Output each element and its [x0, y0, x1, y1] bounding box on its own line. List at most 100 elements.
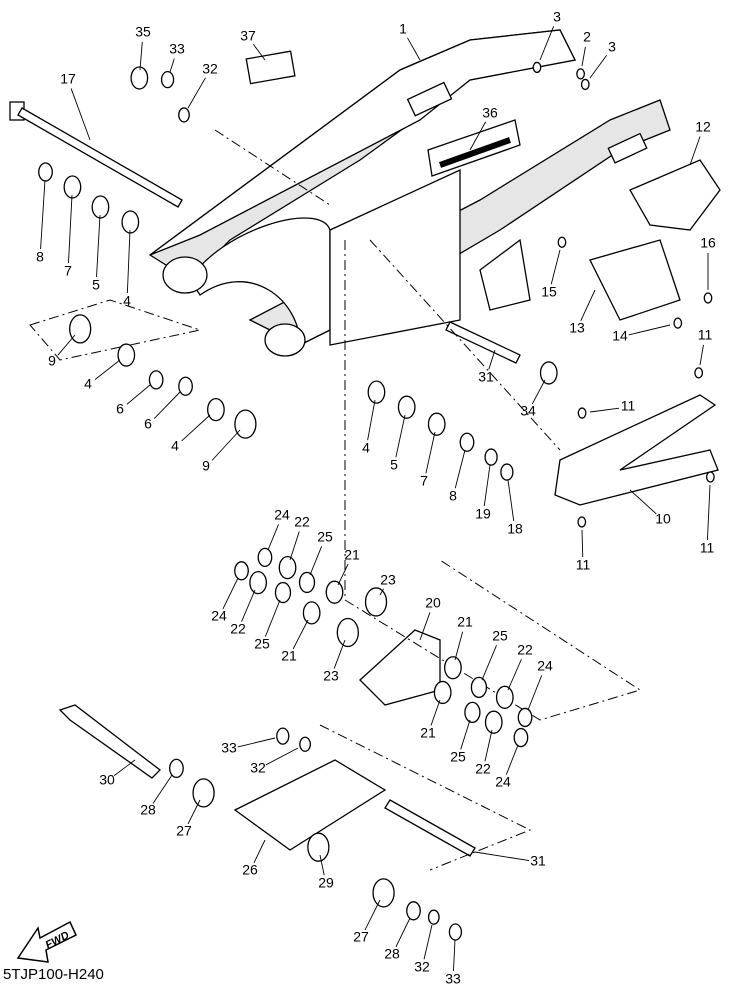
- leader-line: [580, 289, 596, 322]
- leader-line: [265, 747, 299, 766]
- leader-line: [169, 58, 175, 73]
- part-11: [577, 516, 587, 528]
- part-25: [470, 676, 488, 699]
- part-3: [580, 78, 590, 91]
- callout-10: 10: [655, 511, 671, 527]
- part-11: [705, 471, 715, 483]
- callout-5: 5: [92, 277, 100, 293]
- part-18: [500, 463, 514, 481]
- leader-line: [474, 851, 530, 862]
- leader-line: [333, 639, 346, 669]
- callout-2: 2: [583, 29, 591, 45]
- chain-guide: [554, 394, 719, 506]
- leader-line: [430, 699, 441, 726]
- callout-11: 11: [698, 327, 713, 343]
- part-4: [207, 397, 225, 422]
- callout-5: 5: [390, 457, 398, 473]
- callout-26: 26: [242, 862, 258, 878]
- part-25: [274, 581, 292, 604]
- callout-8: 8: [449, 488, 457, 504]
- leader-line: [187, 77, 206, 109]
- part-24: [517, 707, 533, 728]
- callout-9: 9: [202, 458, 210, 474]
- callout-25: 25: [317, 529, 333, 545]
- part-29: [307, 832, 330, 862]
- leader-line: [152, 774, 173, 804]
- leader-line: [253, 839, 266, 864]
- part-21: [325, 580, 344, 604]
- part-21: [302, 601, 321, 625]
- leader-line: [469, 121, 487, 151]
- leader-line: [581, 529, 584, 558]
- callout-20: 20: [425, 595, 441, 611]
- leader-line: [237, 737, 276, 748]
- part-8: [459, 432, 475, 452]
- part-8: [38, 162, 53, 182]
- part-33: [276, 727, 290, 745]
- leader-line: [589, 407, 620, 413]
- callout-25: 25: [254, 636, 270, 652]
- leader-line: [309, 546, 323, 576]
- part-7: [63, 175, 82, 199]
- leader-line: [419, 612, 431, 641]
- callout-23: 23: [380, 572, 396, 588]
- callout-11: 11: [576, 557, 591, 573]
- part-25: [464, 701, 481, 724]
- pivot-shaft: [9, 101, 183, 208]
- bolt-31-upper: [445, 321, 521, 364]
- relay-arm: [359, 629, 441, 706]
- callout-32: 32: [202, 61, 218, 77]
- leader-line: [319, 854, 325, 876]
- part-3: [532, 61, 542, 74]
- callout-4: 4: [84, 376, 92, 392]
- leader-line: [539, 26, 555, 61]
- callout-30: 30: [99, 772, 115, 788]
- leader-line: [337, 563, 349, 586]
- bolt-31-lower: [384, 799, 476, 857]
- leader-line: [425, 431, 436, 474]
- callout-24: 24: [211, 608, 227, 624]
- part-21: [444, 656, 462, 680]
- part-22: [249, 570, 268, 595]
- decal-36: [427, 119, 521, 177]
- callout-33: 33: [445, 971, 461, 987]
- callout-12: 12: [695, 119, 711, 135]
- part-35: [130, 66, 149, 90]
- part-22: [484, 710, 503, 734]
- part-27: [372, 878, 395, 908]
- leader-line: [379, 588, 384, 596]
- leader-line: [481, 645, 497, 681]
- decal-37: [245, 50, 296, 85]
- callout-21: 21: [344, 547, 360, 563]
- part-21: [433, 680, 452, 705]
- leader-line: [488, 349, 496, 370]
- callout-7: 7: [64, 263, 72, 279]
- chain-plate: [589, 239, 681, 321]
- leader-line: [68, 194, 73, 264]
- leader-line: [181, 414, 211, 442]
- leader-line: [484, 729, 493, 762]
- leader-line: [187, 799, 201, 825]
- part-24: [257, 547, 273, 568]
- part-15: [557, 236, 567, 248]
- part-22: [278, 555, 297, 580]
- callout-27: 27: [176, 823, 192, 839]
- leader-line: [581, 46, 586, 67]
- callout-18: 18: [507, 521, 523, 537]
- callout-16: 16: [700, 235, 716, 251]
- callout-21: 21: [420, 725, 436, 741]
- callout-23: 23: [323, 668, 339, 684]
- callout-22: 22: [294, 514, 310, 530]
- callout-17: 17: [60, 71, 76, 87]
- leader-line: [407, 37, 421, 61]
- callout-14: 14: [612, 328, 628, 344]
- callout-28: 28: [384, 946, 400, 962]
- part-23: [364, 587, 388, 617]
- fwd-arrow-icon: FWD: [16, 920, 77, 963]
- part-24: [234, 561, 249, 581]
- part-28: [169, 758, 184, 778]
- leader-line: [289, 531, 300, 561]
- leader-line: [628, 324, 671, 336]
